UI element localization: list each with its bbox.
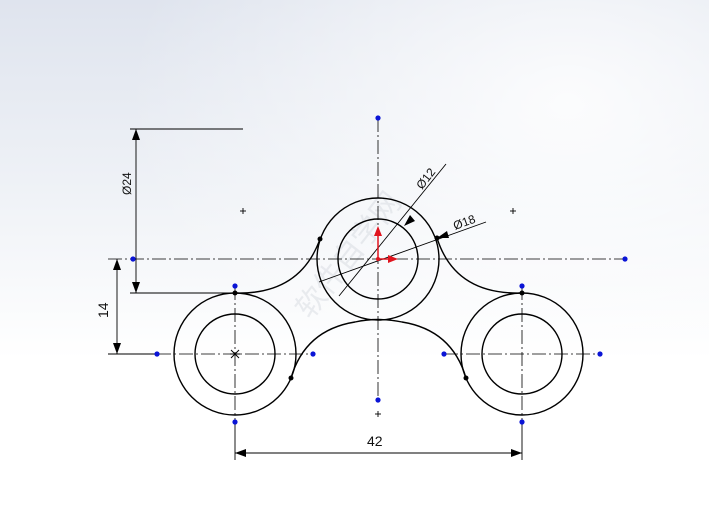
- sketch-point[interactable]: [288, 375, 294, 381]
- dim14-label[interactable]: 14: [95, 302, 111, 318]
- centerline-endpoint[interactable]: [597, 351, 603, 357]
- dia12-leader-line[interactable]: [338, 163, 447, 297]
- dia18-leader-line[interactable]: [318, 221, 487, 283]
- centerlines: [108, 118, 625, 422]
- dia24-label[interactable]: Ø24: [120, 172, 134, 195]
- dim14-arrow-top: [113, 259, 121, 270]
- dimension-lines: [108, 128, 523, 460]
- dia12-label[interactable]: Ø12: [413, 165, 438, 192]
- centerline-endpoint[interactable]: [622, 256, 628, 262]
- dim42-label[interactable]: 42: [367, 433, 383, 449]
- watermark: 软件自学网: [289, 186, 409, 326]
- centerline-endpoint[interactable]: [130, 256, 136, 262]
- dia12-arrow: [404, 215, 415, 226]
- lower-connecting-arc[interactable]: [290, 318, 467, 379]
- centerline-endpoint[interactable]: [519, 419, 525, 425]
- centerline-endpoint[interactable]: [441, 351, 447, 357]
- sketch-point[interactable]: [317, 236, 323, 242]
- centerline-endpoint[interactable]: [232, 283, 238, 289]
- left-inner-circle[interactable]: [194, 313, 276, 395]
- upper-right-fillet-arc[interactable]: [436, 237, 523, 294]
- sketch-point[interactable]: [434, 235, 440, 241]
- upper-left-fillet-arc[interactable]: [234, 238, 321, 294]
- endpoint-points: [232, 235, 525, 381]
- origin-axis[interactable]: [374, 226, 398, 263]
- dim42-arrow-left: [235, 449, 246, 457]
- dia24-arrow-top: [132, 129, 140, 140]
- sketch-point[interactable]: [232, 290, 238, 296]
- dia24-arrow-bottom: [132, 282, 140, 293]
- centerline-endpoint[interactable]: [519, 283, 525, 289]
- centerline-endpoint[interactable]: [154, 351, 160, 357]
- dim42-arrow-right: [511, 449, 522, 457]
- plus-marker: [240, 208, 246, 214]
- dimension-arrows: [113, 129, 522, 457]
- centerline-endpoint[interactable]: [232, 419, 238, 425]
- sketch-geometry: [173, 197, 584, 416]
- centerline-endpoints: [130, 115, 628, 425]
- sketch-point[interactable]: [463, 375, 469, 381]
- centerline-endpoint[interactable]: [310, 351, 316, 357]
- centerline-endpoint[interactable]: [375, 115, 381, 121]
- dia18-arrow: [437, 231, 449, 238]
- plus-marker: [375, 411, 381, 417]
- dia18-label[interactable]: Ø18: [451, 212, 477, 233]
- sketch-point[interactable]: [519, 290, 525, 296]
- origin-x-arrow: [388, 255, 398, 263]
- origin-point: [376, 257, 380, 261]
- dim14-arrow-bottom: [113, 343, 121, 354]
- plus-markers: [240, 208, 516, 417]
- origin-y-arrow: [374, 226, 382, 236]
- centerline-endpoint[interactable]: [375, 397, 381, 403]
- plus-marker: [510, 208, 516, 214]
- watermark-text: 软件自学网: [289, 186, 409, 326]
- left-center-marker[interactable]: [230, 349, 240, 359]
- top-inner-circle[interactable]: [337, 218, 419, 300]
- right-inner-circle[interactable]: [481, 313, 563, 395]
